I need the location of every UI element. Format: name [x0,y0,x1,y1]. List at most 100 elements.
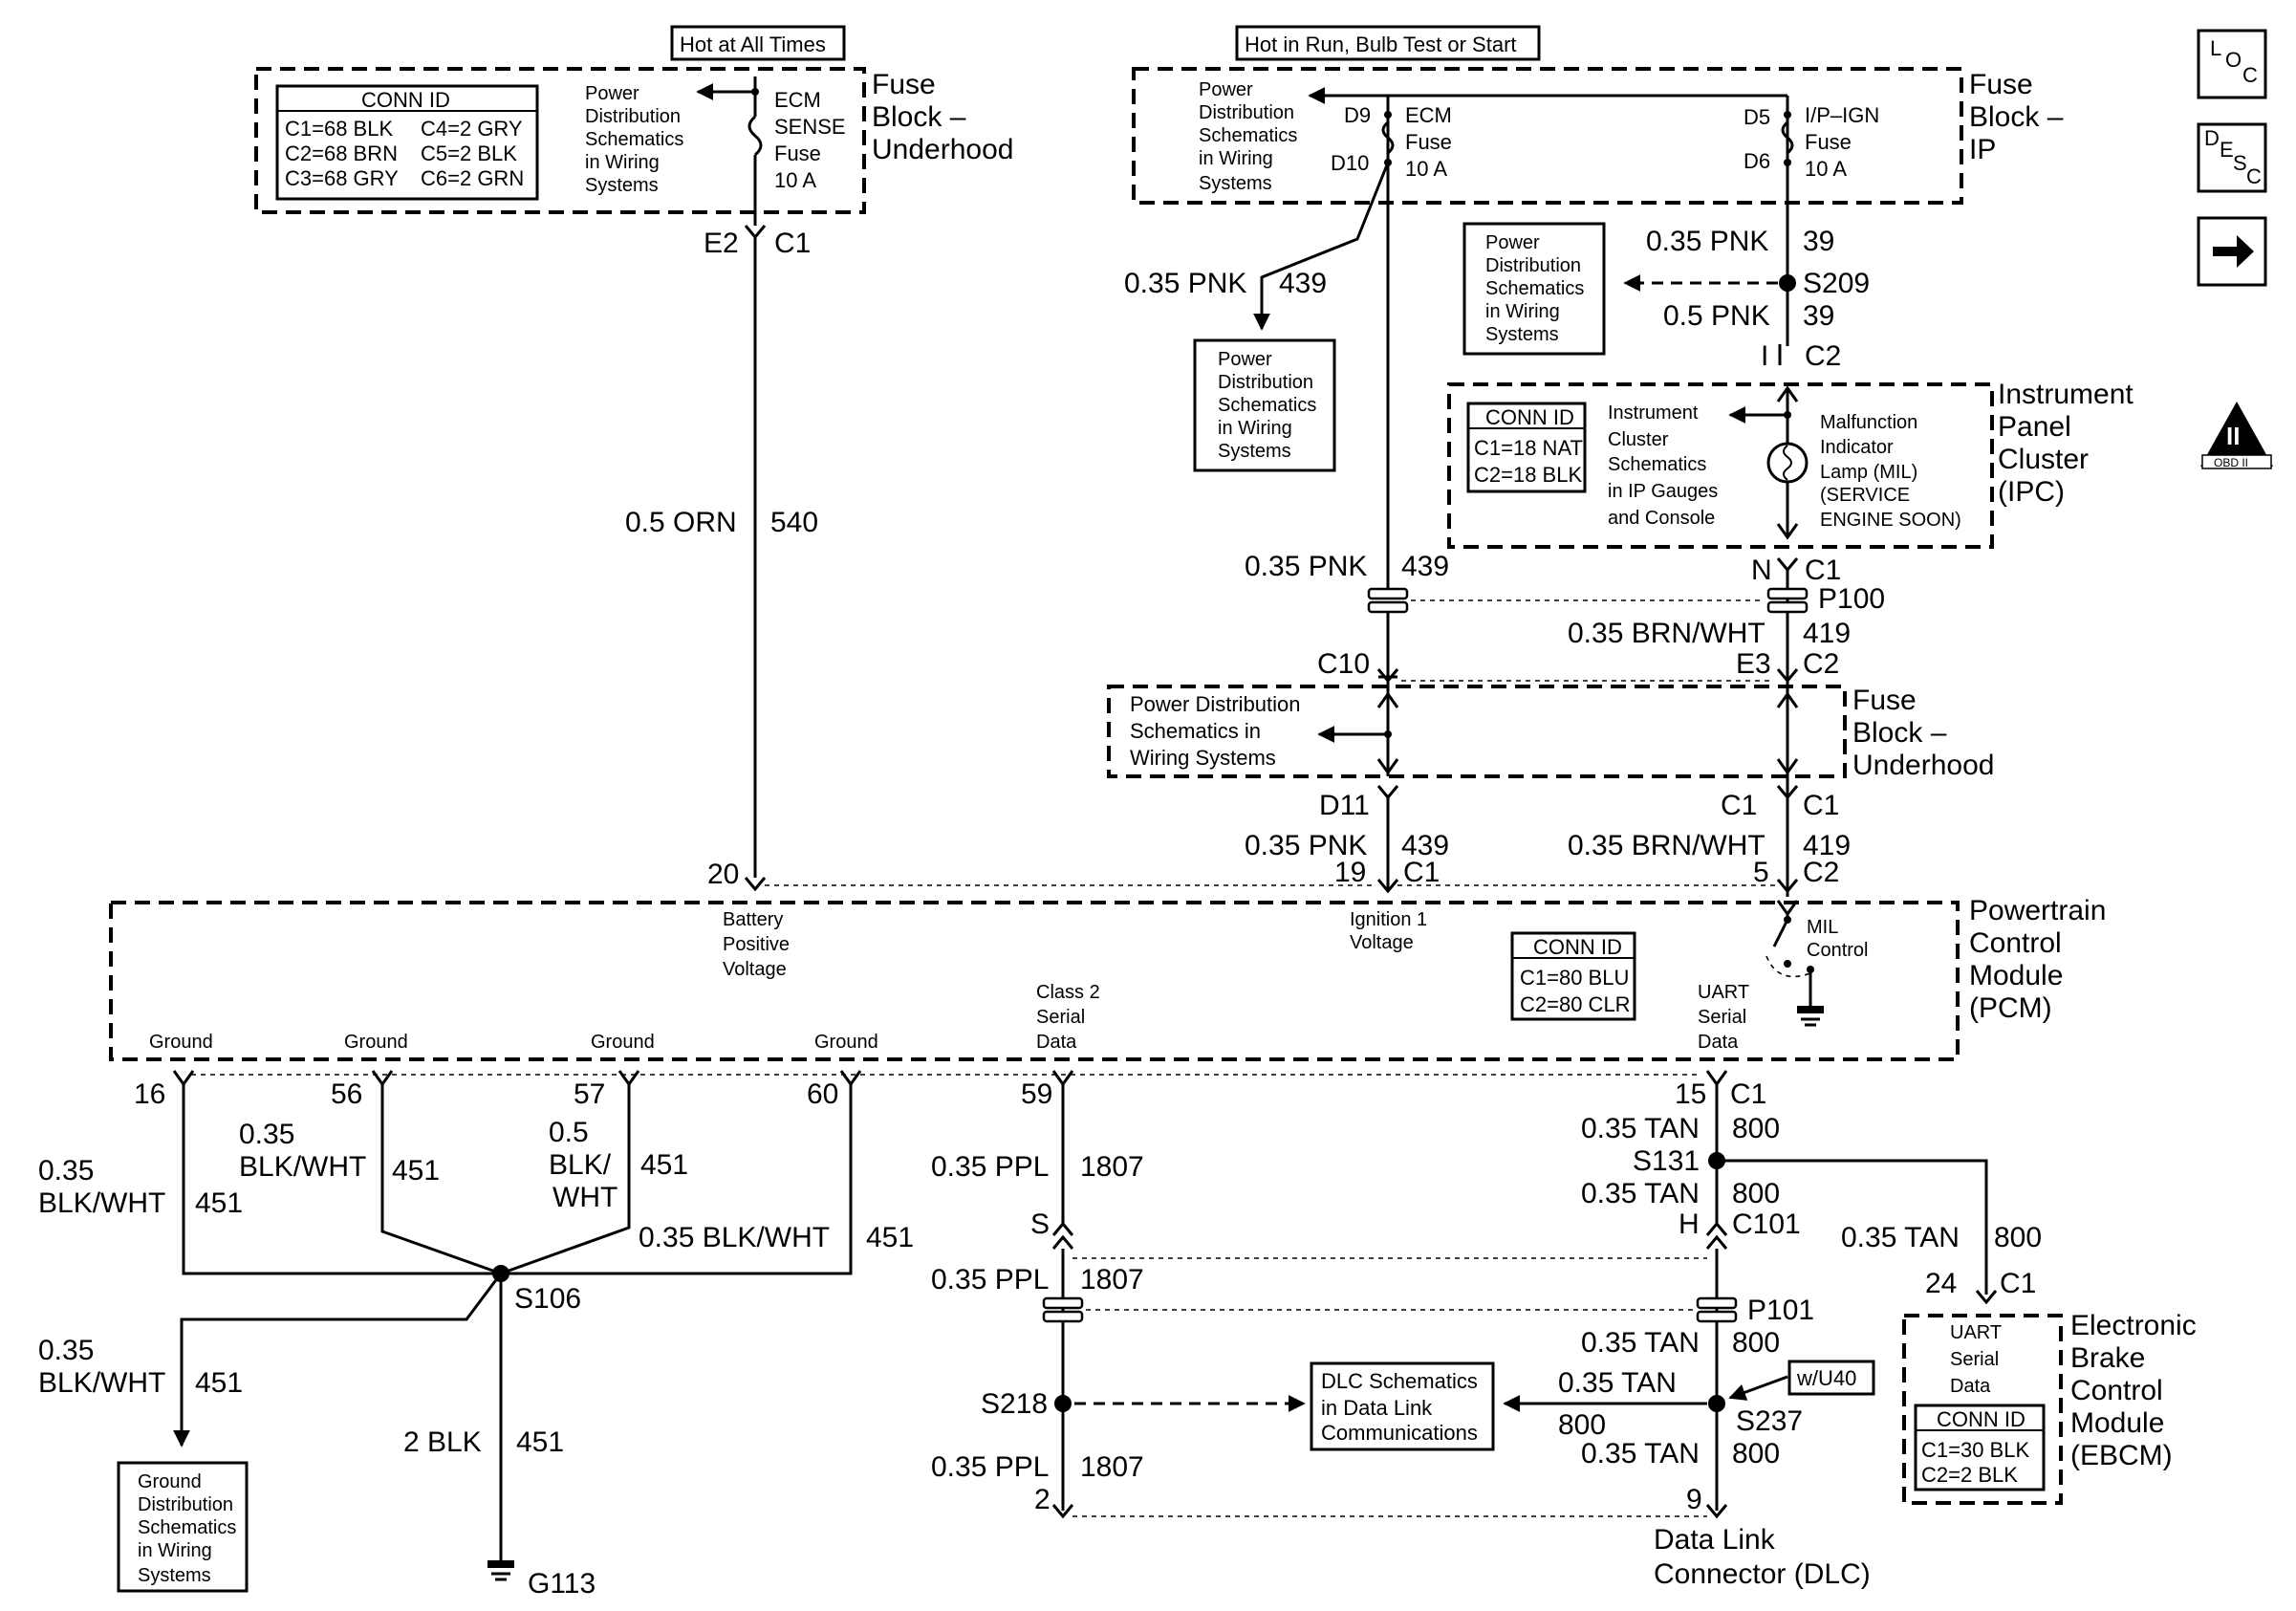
svg-text:540: 540 [770,507,818,538]
ground-distribution-ref[interactable]: Ground Distribution Schematics in Wiring… [117,1461,249,1593]
svg-text:419: 419 [1803,830,1851,861]
splice-s209 [1779,274,1796,292]
svg-text:Brake: Brake [2070,1342,2145,1374]
svg-text:0.35: 0.35 [38,1335,94,1366]
svg-text:2: 2 [1034,1484,1051,1515]
svg-text:Electronic: Electronic [2070,1310,2197,1341]
svg-text:C1: C1 [1730,1078,1766,1110]
svg-text:Module: Module [1969,960,2063,991]
svg-text:Power Distribution: Power Distribution [1130,692,1301,716]
svg-text:ECM: ECM [774,88,821,112]
svg-text:C3=68 GRY: C3=68 GRY [285,166,399,190]
svg-text:Systems: Systems [585,175,659,196]
svg-text:0.35 PPL: 0.35 PPL [931,1151,1049,1183]
power-distribution-ref[interactable]: Power Distribution Schematics in Wiring … [585,83,683,196]
desc-icon[interactable]: D E S C [2197,122,2267,193]
power-distribution-ref-439[interactable]: Power Distribution Schematics in Wiring … [1193,338,1336,472]
svg-text:Schematics in: Schematics in [1130,719,1261,743]
svg-text:0.35 PNK: 0.35 PNK [1245,551,1367,582]
svg-text:1807: 1807 [1080,1451,1144,1483]
svg-text:0.35 BRN/WHT: 0.35 BRN/WHT [1568,618,1765,649]
svg-text:C2=80 CLR: C2=80 CLR [1520,992,1631,1016]
pcm-ground-icon [1797,1006,1824,1027]
svg-text:C1=80 BLU: C1=80 BLU [1520,966,1629,990]
fuse-block-underhood-top: Fuse Block – Underhood CONN ID C1=68 BLK… [254,67,1013,226]
svg-text:Ground: Ground [149,1032,213,1053]
svg-text:Schematics: Schematics [138,1517,236,1538]
svg-text:G113: G113 [528,1568,596,1600]
svg-text:BLK/WHT: BLK/WHT [239,1151,366,1183]
svg-text:OBD II: OBD II [2214,456,2248,469]
power-distribution-ref[interactable]: Power Distribution Schematics in Wiring … [1130,692,1301,770]
hot-in-run-label: Hot in Run, Bulb Test or Start [1235,25,1541,61]
svg-text:20: 20 [707,859,739,890]
svg-text:Fuse: Fuse [1969,69,2033,100]
svg-text:Systems: Systems [1218,441,1291,462]
svg-text:Schematics: Schematics [1199,125,1297,146]
svg-text:C2=68 BRN: C2=68 BRN [285,142,398,165]
svg-text:451: 451 [195,1367,243,1399]
svg-text:59: 59 [1021,1078,1052,1110]
svg-text:Fuse: Fuse [774,142,821,165]
class2-data-circuit-1807 [1042,1084,1306,1519]
svg-text:Ground: Ground [814,1032,878,1053]
svg-text:Class 2: Class 2 [1036,982,1100,1003]
svg-text:16: 16 [134,1078,165,1110]
svg-text:419: 419 [1803,618,1851,649]
svg-text:Voltage: Voltage [723,959,787,980]
svg-text:CONN ID: CONN ID [1937,1407,2025,1431]
svg-text:C4=2 GRY: C4=2 GRY [421,117,523,141]
svg-text:0.35: 0.35 [239,1119,294,1150]
svg-text:BLK/WHT: BLK/WHT [38,1367,165,1399]
svg-text:0.5 PNK: 0.5 PNK [1663,300,1770,332]
powertrain-control-module: Powertrain Control Module (PCM) Battery … [109,895,2106,1061]
power-distribution-ref-s209[interactable]: Power Distribution Schematics in Wiring … [1462,222,1606,356]
svg-text:I/P–IGN: I/P–IGN [1805,103,1879,127]
svg-text:(PCM): (PCM) [1969,992,2052,1024]
svg-text:57: 57 [574,1078,605,1110]
svg-text:Schematics: Schematics [585,129,683,150]
svg-text:BLK/: BLK/ [549,1149,612,1181]
svg-text:in IP Gauges: in IP Gauges [1608,481,1718,502]
svg-text:S209: S209 [1803,268,1870,299]
svg-text:C6=2 GRN: C6=2 GRN [421,166,524,190]
svg-text:1807: 1807 [1080,1264,1144,1295]
svg-text:Hot in Run, Bulb Test or Start: Hot in Run, Bulb Test or Start [1245,33,1517,56]
svg-text:Distribution: Distribution [1199,102,1294,123]
svg-text:in Data Link: in Data Link [1321,1396,1433,1420]
instrument-cluster-ref[interactable]: Instrument Cluster Schematics in IP Gaug… [1608,403,1718,529]
svg-text:439: 439 [1279,268,1327,299]
svg-text:D10: D10 [1331,151,1369,175]
svg-text:E2: E2 [704,228,739,259]
svg-text:DLC Schematics: DLC Schematics [1321,1369,1478,1393]
power-distribution-ref[interactable]: Power Distribution Schematics in Wiring … [1199,79,1297,194]
svg-text:E: E [2220,138,2234,162]
conn-id-table: CONN ID C1=18 NAT C2=18 BLK [1466,402,1587,493]
svg-text:Block –: Block – [872,101,966,133]
svg-text:in Wiring: in Wiring [1485,301,1560,322]
svg-text:S218: S218 [981,1388,1048,1420]
svg-text:Distribution: Distribution [585,106,681,127]
svg-text:60: 60 [807,1078,838,1110]
svg-text:D9: D9 [1344,103,1371,127]
svg-text:in Wiring: in Wiring [138,1540,212,1561]
svg-text:D5: D5 [1744,105,1770,129]
svg-text:10 A: 10 A [1805,157,1847,181]
next-arrow-icon[interactable] [2197,216,2267,287]
svg-text:C: C [2246,164,2262,188]
dlc-schematics-ref[interactable]: DLC Schematics in Data Link Communicatio… [1310,1361,1495,1451]
svg-text:10 A: 10 A [774,168,816,192]
loc-icon[interactable]: L O C [2197,29,2267,99]
svg-text:and Console: and Console [1608,508,1715,529]
splice-s237 [1708,1395,1725,1412]
svg-text:19: 19 [1334,857,1366,888]
svg-text:Serial: Serial [1036,1007,1085,1028]
svg-text:C1: C1 [1803,790,1839,821]
svg-text:0.35 TAN: 0.35 TAN [1841,1222,1960,1253]
svg-text:Ignition 1: Ignition 1 [1350,909,1427,930]
svg-text:Instrument: Instrument [1998,379,2134,410]
svg-text:10 A: 10 A [1405,157,1447,181]
svg-text:ECM: ECM [1405,103,1452,127]
svg-text:(IPC): (IPC) [1998,476,2065,508]
svg-text:Battery: Battery [723,909,783,930]
